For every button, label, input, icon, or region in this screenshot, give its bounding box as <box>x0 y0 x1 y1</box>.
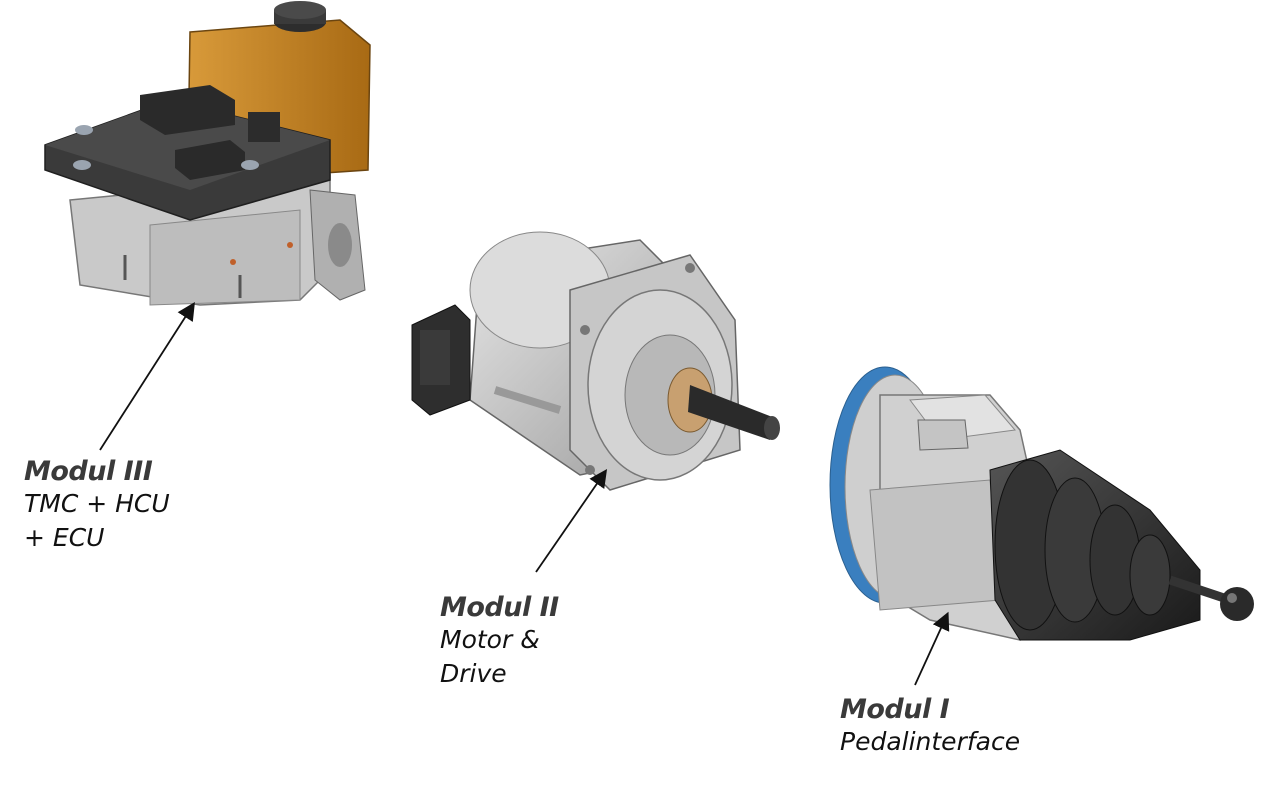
arrow-module-2 <box>535 469 608 573</box>
module-3-description: TMC + HCU + ECU <box>24 487 170 555</box>
module-2-title: Modul II <box>440 592 559 623</box>
module-1-label: Modul I Pedalinterface <box>840 694 1020 759</box>
module-2-label: Modul II Motor & Drive <box>440 592 559 691</box>
module-3-line-2: + ECU <box>24 523 105 552</box>
module-1-illustration <box>829 366 1254 641</box>
arrow-module-1 <box>914 611 950 686</box>
module-2-description: Motor & Drive <box>440 623 559 691</box>
module-2-line-1: Motor & <box>440 625 540 654</box>
module-3-title: Modul III <box>24 456 153 487</box>
module-1-line-1: Pedalinterface <box>840 727 1021 756</box>
module-2-illustration <box>411 231 780 491</box>
arrow-module-3 <box>99 301 195 451</box>
module-3-label: Modul III TMC + HCU + ECU <box>24 456 170 555</box>
module-1-title: Modul I <box>840 694 950 725</box>
module-2-line-2: Drive <box>440 659 507 688</box>
module-3-illustration <box>44 1 371 306</box>
module-3-line-1: TMC + HCU <box>24 489 170 518</box>
module-1-description: Pedalinterface <box>840 725 1020 759</box>
